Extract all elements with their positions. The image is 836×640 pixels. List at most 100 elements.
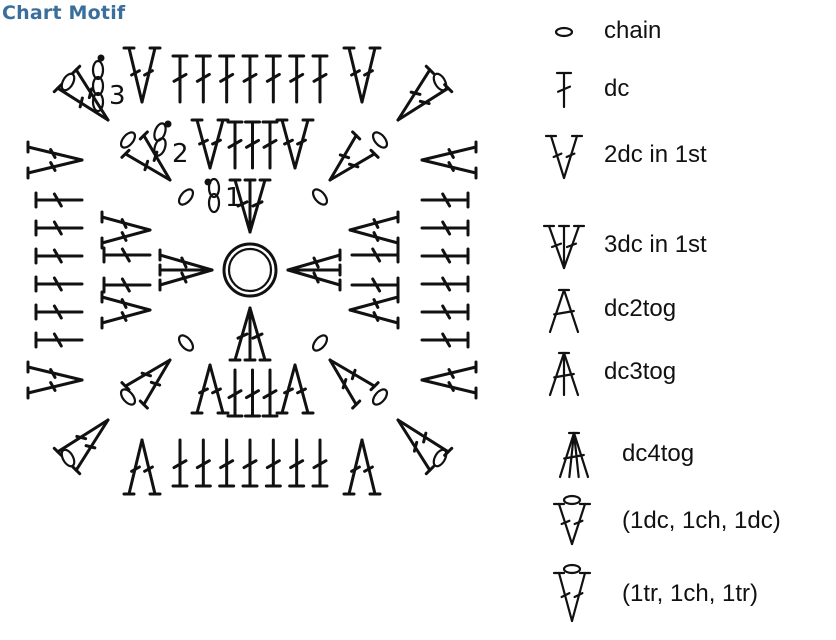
round2-fan <box>348 210 400 250</box>
round-number-2: 2 <box>172 139 189 169</box>
chain-stitch <box>177 334 195 352</box>
round-dc-stitch <box>171 438 189 488</box>
dc-ch-dc-corner-symbol-icon <box>552 494 592 546</box>
chain-stitch <box>60 448 76 468</box>
chain-stitch <box>207 177 221 199</box>
chain-stitch <box>432 72 448 92</box>
round-dc-stitch <box>34 191 84 209</box>
dc-symbol-icon <box>555 71 573 109</box>
round-dc-stitch <box>34 275 84 293</box>
round-dc-stitch <box>288 54 306 104</box>
round-dc-stitch <box>244 120 261 170</box>
round-dc-stitch <box>171 54 189 104</box>
legend-label-2: 2dc in 1st <box>604 141 707 168</box>
round1-cluster <box>286 248 342 292</box>
round3-fan <box>26 140 84 180</box>
round3-corner <box>396 64 454 122</box>
round-dc-stitch <box>102 276 152 294</box>
round2-fan <box>190 363 230 415</box>
round2-fan <box>100 290 152 330</box>
round2-fan <box>190 118 230 170</box>
two-dc-in-first-symbol-icon <box>544 134 584 180</box>
round-dc-stitch <box>241 438 259 488</box>
chain-stitch <box>311 188 329 206</box>
chain-stitch <box>177 188 195 206</box>
start-marker-dot <box>164 120 172 128</box>
chain-stitch <box>371 131 389 149</box>
legend-label-7: (1dc, 1ch, 1dc) <box>622 507 781 534</box>
round3-fan <box>342 438 382 496</box>
chain-stitch <box>207 192 221 214</box>
round2-fan <box>100 210 152 250</box>
round-dc-stitch <box>34 303 84 321</box>
round3-fan <box>122 438 162 496</box>
round-dc-stitch <box>350 276 400 294</box>
start-marker-dot <box>204 178 212 186</box>
magic-ring <box>222 242 278 298</box>
round-dc-stitch <box>420 219 470 237</box>
round-dc-stitch <box>261 368 279 418</box>
legend-label-1: dc <box>604 75 630 102</box>
chain-stitch <box>91 75 105 97</box>
round-dc-stitch <box>288 438 306 488</box>
chain-symbol-icon <box>554 26 574 38</box>
chart-title: Chart Motif <box>2 2 126 24</box>
chain-stitch <box>371 388 389 406</box>
legend-label-3: 3dc in 1st <box>604 231 707 258</box>
round-dc-stitch <box>34 247 84 265</box>
round-dc-stitch <box>311 54 329 104</box>
round1-cluster <box>158 248 214 292</box>
round3-fan <box>420 360 478 400</box>
chain-stitch <box>91 59 105 81</box>
round2-fan <box>348 290 400 330</box>
round3-corner <box>52 64 110 122</box>
round-dc-stitch <box>264 438 282 488</box>
round-dc-stitch <box>218 438 236 488</box>
round-dc-stitch <box>420 303 470 321</box>
round3-fan <box>26 360 84 400</box>
round-dc-stitch <box>420 191 470 209</box>
round-dc-stitch <box>226 120 244 170</box>
round-dc-stitch <box>241 54 259 104</box>
round-dc-stitch <box>194 438 212 488</box>
round-dc-stitch <box>218 54 236 104</box>
round2-corner <box>328 130 380 182</box>
chain-stitch <box>91 91 105 113</box>
round-number-1: 1 <box>225 183 242 213</box>
round3-fan <box>420 140 478 180</box>
round-dc-stitch <box>102 246 152 264</box>
start-marker-dot <box>97 54 105 62</box>
round-dc-stitch <box>34 219 84 237</box>
round-dc-stitch <box>420 275 470 293</box>
chain-stitch <box>311 334 329 352</box>
tr-ch-tr-corner-symbol-icon <box>552 563 592 623</box>
round-dc-stitch <box>244 368 261 418</box>
round3-fan <box>342 46 382 104</box>
dc3tog-symbol-icon <box>548 351 580 397</box>
round-dc-stitch <box>350 246 400 264</box>
round-number-3: 3 <box>109 81 126 111</box>
round-dc-stitch <box>264 54 282 104</box>
round2-corner <box>120 130 172 182</box>
chain-stitch <box>119 131 137 149</box>
round2-fan <box>275 363 315 415</box>
three-dc-in-first-symbol-icon <box>542 224 586 270</box>
dc2tog-symbol-icon <box>548 288 580 334</box>
round-dc-stitch <box>34 331 84 349</box>
round-dc-stitch <box>311 438 329 488</box>
round-dc-stitch <box>261 120 279 170</box>
legend-label-0: chain <box>604 17 662 44</box>
chain-stitch <box>60 72 76 92</box>
legend-label-6: dc4tog <box>622 440 695 467</box>
chain-stitch <box>119 388 137 406</box>
round-dc-stitch <box>420 331 470 349</box>
round1-cluster <box>228 306 272 362</box>
round3-fan <box>122 46 162 104</box>
magic-ring-inner <box>227 247 273 293</box>
chain-stitch <box>153 137 167 157</box>
round-dc-stitch <box>226 368 244 418</box>
round3-corner <box>52 418 110 476</box>
round2-corner <box>120 358 172 410</box>
legend-label-4: dc2tog <box>604 295 677 322</box>
